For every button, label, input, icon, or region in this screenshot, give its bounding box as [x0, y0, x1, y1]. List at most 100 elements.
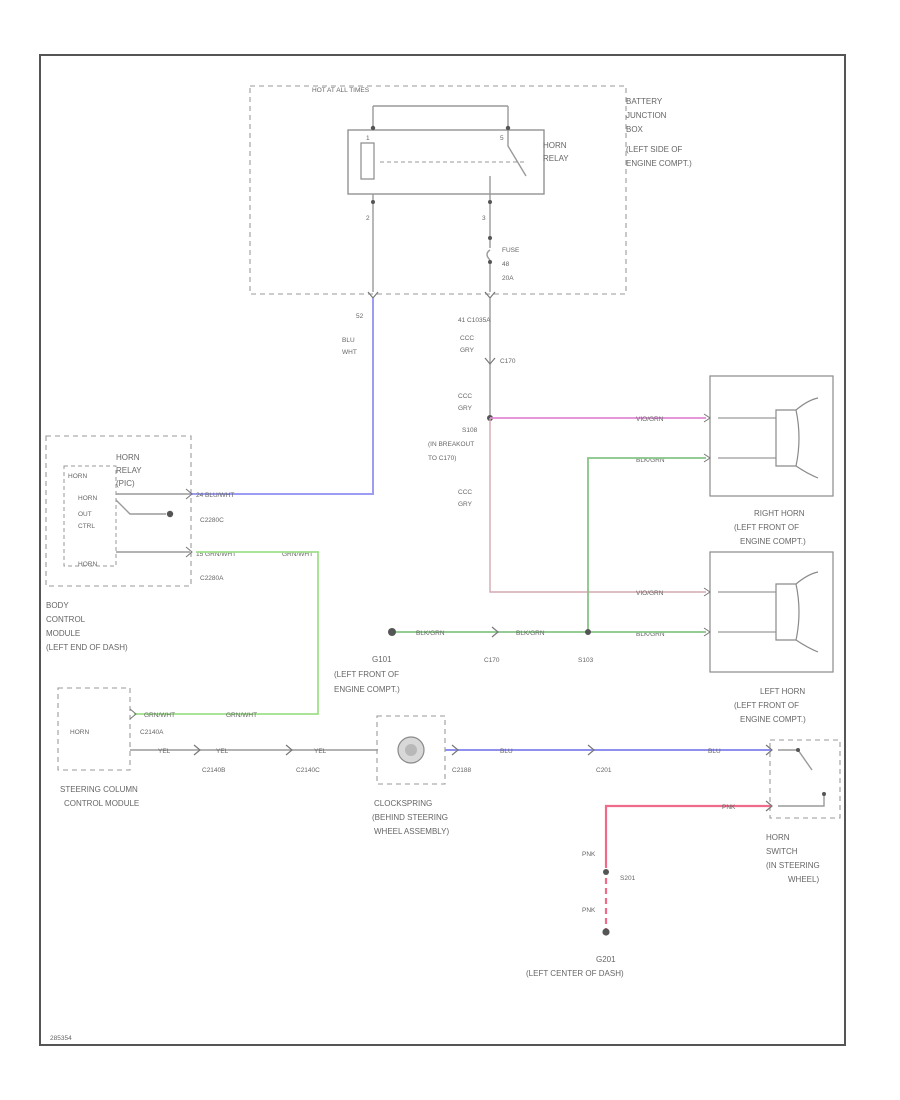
bcm-internal-wiring: [115, 493, 190, 553]
relay-pin-1-dot: [370, 125, 376, 131]
g201-label-1: G201: [596, 955, 616, 964]
pnk-top: PNK: [582, 851, 596, 858]
connector-c2140b: [193, 744, 201, 756]
gry-top-1: CCC: [460, 335, 474, 342]
s103-label: S103: [578, 657, 594, 664]
bcm-ctrl-dot: [166, 510, 174, 518]
bcm-inner-box: [63, 465, 117, 567]
horn-switch-name-3: (IN STEERING: [766, 861, 820, 870]
splice-s103: [585, 629, 591, 635]
relay-pin-2-dot: [371, 200, 375, 204]
fuse-label-2: 48: [502, 261, 510, 268]
bcm-relay-2: RELAY: [116, 466, 142, 475]
bcm-c2280a-wire: 15 GRN/WHT: [196, 551, 236, 558]
c201-label: C201: [596, 767, 612, 774]
left-horn-name-3: ENGINE COMPT.): [740, 715, 806, 724]
splice-s201: [603, 869, 609, 875]
right-horn-vio-grn: VIO/GRN: [636, 416, 664, 423]
connector-c170-bottom: [491, 626, 499, 638]
fuse-bottom-dot: [488, 260, 492, 264]
wire-gry-left-horn: [489, 418, 706, 593]
connector-c170-top: [484, 357, 496, 365]
horn-switch-name-1: HORN: [766, 833, 790, 842]
gry-low-2: GRY: [458, 501, 473, 508]
relay-pin-3-dot: [488, 200, 492, 204]
gry-low-1: CCC: [458, 489, 472, 496]
c170-bottom-label: C170: [484, 657, 500, 664]
bcm-out-ctrl-1: OUT: [78, 511, 92, 518]
sccm-c2140a: C2140A: [140, 729, 164, 736]
left-horn-blk-grn: BLK/GRN: [636, 631, 665, 638]
body-control-module: HORN RELAY (PIC) HORN HORN OUT CTRL HORN…: [45, 435, 313, 652]
horn-switch: HORN SWITCH (IN STEERING WHEEL): [766, 739, 841, 884]
s108-label-2: (IN BREAKOUT: [428, 441, 474, 448]
left-horn-name-1: LEFT HORN: [760, 687, 805, 696]
horn-relay-coil: [360, 142, 375, 180]
c2140b-label: C2140B: [202, 767, 226, 774]
right-horn-name-2: (LEFT FRONT OF: [734, 523, 799, 532]
left-horn-symbol: [775, 571, 819, 653]
relay-pin-3: 3: [482, 215, 486, 222]
relay-pin-5: 5: [500, 135, 504, 142]
right-horn: VIO/GRN BLK/GRN RIGHT HORN (LEFT FRONT O…: [636, 375, 834, 546]
fuse-label-3: 20A: [502, 275, 514, 282]
blu-wht-label-2: WHT: [342, 349, 357, 356]
clockspring-name-3: WHEEL ASSEMBLY): [374, 827, 449, 836]
pnk-bottom: PNK: [582, 907, 596, 914]
s201-label: S201: [620, 875, 636, 882]
wire-blu-wht: [190, 298, 374, 495]
yel-2: YEL: [216, 748, 229, 755]
left-horn: VIO/GRN BLK/GRN LEFT HORN (LEFT FRONT OF…: [636, 551, 834, 724]
bcm-name-2: CONTROL: [46, 615, 86, 624]
horn-switch-name-2: SWITCH: [766, 847, 798, 856]
horn-relay-label-2: RELAY: [543, 154, 569, 163]
ground-tag-1: BLK/GRN: [416, 630, 445, 637]
right-horn-name-1: RIGHT HORN: [754, 509, 805, 518]
wire-grn-wht: [134, 551, 319, 715]
wire-blk-grn-right-horn: [587, 457, 706, 632]
ground-g201-dot: [602, 928, 610, 936]
right-horn-symbol: [775, 397, 819, 479]
relay-pin-1: 1: [366, 135, 370, 142]
wire-pnk: [604, 804, 772, 868]
bcm-c2280a: C2280A: [200, 575, 224, 582]
bcm-c2280c-wire: 24 BLU/WHT: [196, 492, 234, 499]
clockspring-name-1: CLOCKSPRING: [374, 799, 432, 808]
c2188-label: C2188: [452, 767, 472, 774]
gry-mid-1: CCC: [458, 393, 472, 400]
footer-code: 285354: [50, 1035, 72, 1042]
right-horn-blk-grn: BLK/GRN: [636, 457, 665, 464]
battery-box-name-5: ENGINE COMPT.): [626, 159, 692, 168]
bcm-horn-bottom: HORN: [78, 561, 97, 568]
horn-switch-name-4: WHEEL): [788, 875, 819, 884]
blu-2: BLU: [708, 748, 721, 755]
hot-bus-bar: [372, 105, 509, 128]
diagram-frame: [39, 54, 846, 1046]
fuse-label-1: FUSE: [502, 247, 520, 254]
gry-mid-2: GRY: [458, 405, 473, 412]
c2140c-label: C2140C: [296, 767, 320, 774]
bcm-relay-1: HORN: [116, 453, 140, 462]
yel-3: YEL: [314, 748, 327, 755]
bcm-grn-wht-tag: GRN/WHT: [282, 551, 313, 558]
g201-label-2: (LEFT CENTER OF DASH): [526, 969, 624, 978]
horn-relay-label-1: HORN: [543, 141, 567, 150]
bcm-name-4: (LEFT END OF DASH): [46, 643, 128, 652]
ground-tag-2: BLK/GRN: [516, 630, 545, 637]
connector-c201: [587, 744, 595, 756]
battery-box-name-2: JUNCTION: [626, 111, 667, 120]
clockspring-name-2: (BEHIND STEERING: [372, 813, 448, 822]
c170-top-label: C170: [500, 358, 516, 365]
g101-label-2: (LEFT FRONT OF: [334, 670, 399, 679]
connector-c2188: [451, 744, 459, 756]
bcm-horn-word-2: HORN: [78, 495, 97, 502]
fuse-top-dot: [488, 236, 492, 240]
battery-box-name-4: (LEFT SIDE OF: [626, 145, 682, 154]
battery-box-name-3: BOX: [626, 125, 644, 134]
sccm-name-1: STEERING COLUMN: [60, 785, 138, 794]
pnk-1: PNK: [722, 804, 736, 811]
relay-pin-5-dot: [505, 125, 511, 131]
bcm-c2280c: C2280C: [200, 517, 224, 524]
sccm-name-2: CONTROL MODULE: [64, 799, 139, 808]
